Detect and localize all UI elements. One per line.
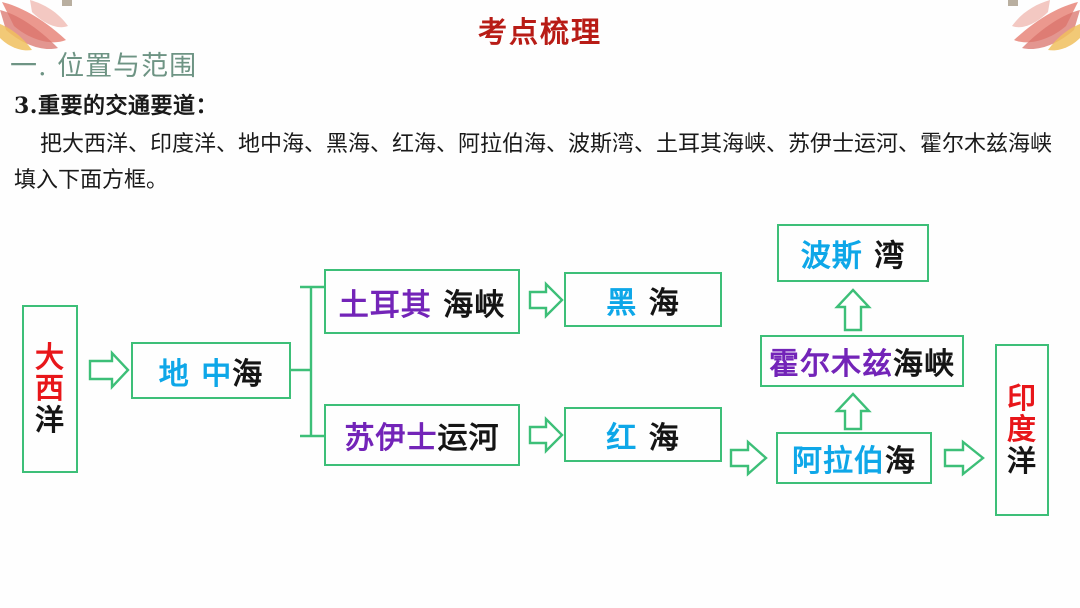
node-persian-seg-2: 湾 [862, 239, 906, 274]
node-red-sea[interactable]: 红 海 [564, 407, 722, 462]
node-hormuz-strait-label: 霍尔木兹海峡 [769, 339, 955, 383]
node-hormuz-seg-2: 海峡 [893, 347, 955, 382]
node-indian-char-2: 度 [1006, 412, 1037, 447]
node-turkish-strait-label: 土耳其 海峡 [339, 280, 505, 324]
node-atlantic-ocean[interactable]: 大 西 洋 [22, 305, 78, 473]
node-mediterranean-sea[interactable]: 地 中海 [131, 342, 291, 399]
node-arabian-seg-1: 阿拉伯 [792, 444, 885, 479]
node-atlantic-char-1: 大 [34, 340, 65, 375]
node-red-seg-2: 海 [637, 420, 680, 456]
section-heading: 一. 位置与范围 [10, 51, 198, 82]
node-indian-char-3: 洋 [1006, 443, 1037, 478]
node-persian-gulf[interactable]: 波斯 湾 [777, 224, 929, 282]
node-indian-ocean-label: 印 度 洋 [1006, 381, 1037, 478]
node-suez-seg-1: 苏伊士 [344, 421, 438, 456]
node-suez-seg-2: 运河 [437, 421, 500, 456]
arrow-turkish-to-black-icon [528, 281, 564, 319]
arrow-hormuz-to-persian-icon [834, 288, 872, 332]
node-persian-gulf-label: 波斯 湾 [801, 231, 905, 275]
node-indian-ocean[interactable]: 印 度 洋 [995, 344, 1049, 516]
node-persian-seg-1: 波斯 [800, 239, 863, 274]
node-turkish-seg-2: 海峡 [431, 287, 506, 323]
node-mediterranean-seg-2: 海 [232, 356, 264, 392]
node-arabian-seg-2: 海 [885, 444, 916, 479]
subsection-heading: 3.重要的交通要道： [14, 93, 218, 119]
node-mediterranean-sea-label: 地 中海 [159, 349, 263, 393]
node-indian-char-1: 印 [1006, 381, 1037, 416]
node-arabian-sea-label: 阿拉伯海 [792, 436, 916, 480]
node-turkish-seg-1: 土耳其 [338, 287, 432, 323]
instruction-paragraph: 把大西洋、印度洋、地中海、黑海、红海、阿拉伯海、波斯湾、土耳其海峡、苏伊士运河、… [14, 132, 1053, 193]
node-atlantic-char-3: 洋 [34, 402, 65, 437]
node-black-sea-label: 黑 海 [606, 278, 679, 322]
arrow-red-to-arabian-icon [729, 439, 768, 477]
arrow-suez-to-red-icon [528, 416, 564, 454]
node-black-seg-1: 黑 [606, 285, 638, 321]
node-suez-canal[interactable]: 苏伊士运河 [324, 404, 520, 466]
arrow-arabian-to-hormuz-icon [834, 392, 872, 431]
node-red-seg-1: 红 [606, 420, 638, 456]
node-arabian-sea[interactable]: 阿拉伯海 [776, 432, 932, 484]
node-black-seg-2: 海 [637, 285, 680, 321]
node-black-sea[interactable]: 黑 海 [564, 272, 722, 327]
arrow-arabian-to-indian-icon [943, 439, 985, 477]
node-suez-canal-label: 苏伊士运河 [345, 413, 500, 457]
node-atlantic-ocean-label: 大 西 洋 [34, 340, 65, 437]
node-mediterranean-seg-1: 地 中 [158, 356, 233, 392]
node-hormuz-strait[interactable]: 霍尔木兹海峡 [760, 335, 964, 387]
node-turkish-strait[interactable]: 土耳其 海峡 [324, 269, 520, 334]
page-title: 考点梳理 [477, 15, 602, 49]
arrow-atlantic-to-med-icon [88, 349, 130, 391]
node-atlantic-char-2: 西 [34, 371, 65, 406]
node-red-sea-label: 红 海 [606, 413, 679, 457]
node-hormuz-seg-1: 霍尔木兹 [769, 347, 893, 382]
